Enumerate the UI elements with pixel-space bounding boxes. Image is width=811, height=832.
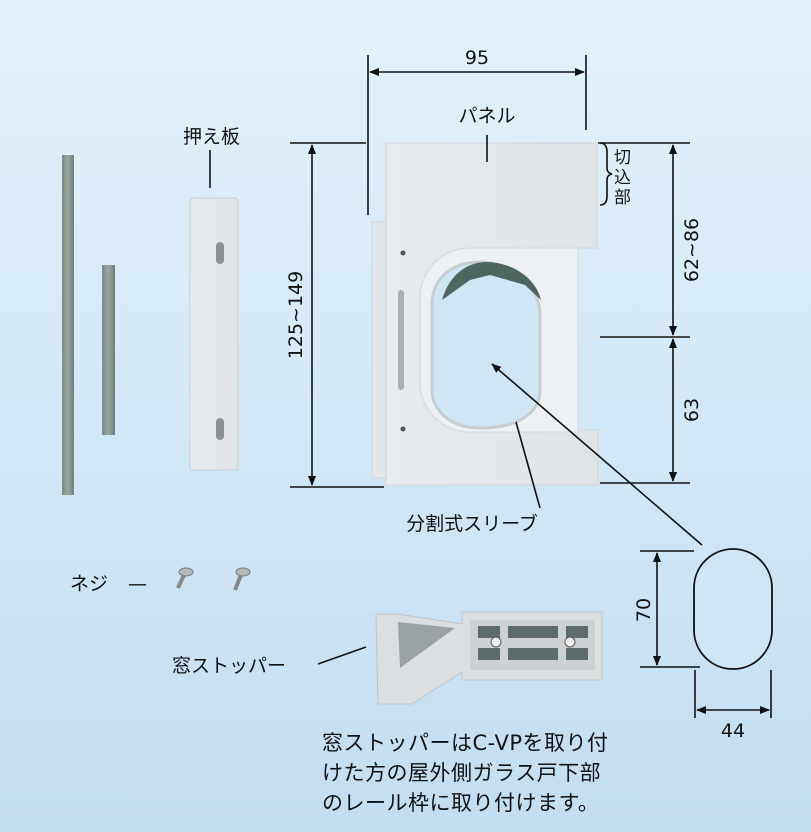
sleeve-width-dimension: 44 xyxy=(721,720,745,742)
note-line: けた方の屋外側ガラス戸下部 xyxy=(322,761,602,785)
panel-width-dimension: 95 xyxy=(465,47,489,69)
note-line: 窓ストッパーはC-VPを取り付 xyxy=(322,731,609,755)
lower-height-dimension: 63 xyxy=(681,398,703,422)
note-line: のレール枠に取り付けます。 xyxy=(322,791,600,815)
foam-strip-short xyxy=(102,265,115,435)
screw-label: ネジ xyxy=(70,573,108,595)
cutout-brace xyxy=(599,142,613,206)
split-sleeve-label: 分割式スリーブ xyxy=(406,512,538,535)
sleeve-leader xyxy=(515,421,541,509)
cutout-height-dimension: 62~86 xyxy=(681,218,703,282)
cutout-label-3: 部 xyxy=(614,188,631,208)
sleeve-cross-section xyxy=(693,548,773,670)
cutout-label-2: 込 xyxy=(614,168,631,188)
window-stopper xyxy=(375,611,603,705)
window-stopper-label: 窓ストッパー xyxy=(172,655,286,677)
sleeve-pointer-arrow xyxy=(491,363,703,546)
panel-label: パネル xyxy=(458,105,515,127)
presser-plate-label: 押え板 xyxy=(183,126,240,148)
presser-plate xyxy=(189,197,239,471)
screw-icon xyxy=(176,567,251,591)
split-sleeve xyxy=(419,247,579,433)
screw-dash: — xyxy=(128,573,147,595)
cutout-label-1: 切 xyxy=(614,148,631,168)
window-stopper-leader xyxy=(317,646,367,665)
foam-strip-long xyxy=(62,155,74,495)
installation-note: 窓ストッパーはC-VPを取り付 けた方の屋外側ガラス戸下部 のレール枠に取り付け… xyxy=(322,728,609,818)
sleeve-height-dimension: 70 xyxy=(633,598,655,622)
panel-height-dimension: 125~149 xyxy=(285,271,307,359)
